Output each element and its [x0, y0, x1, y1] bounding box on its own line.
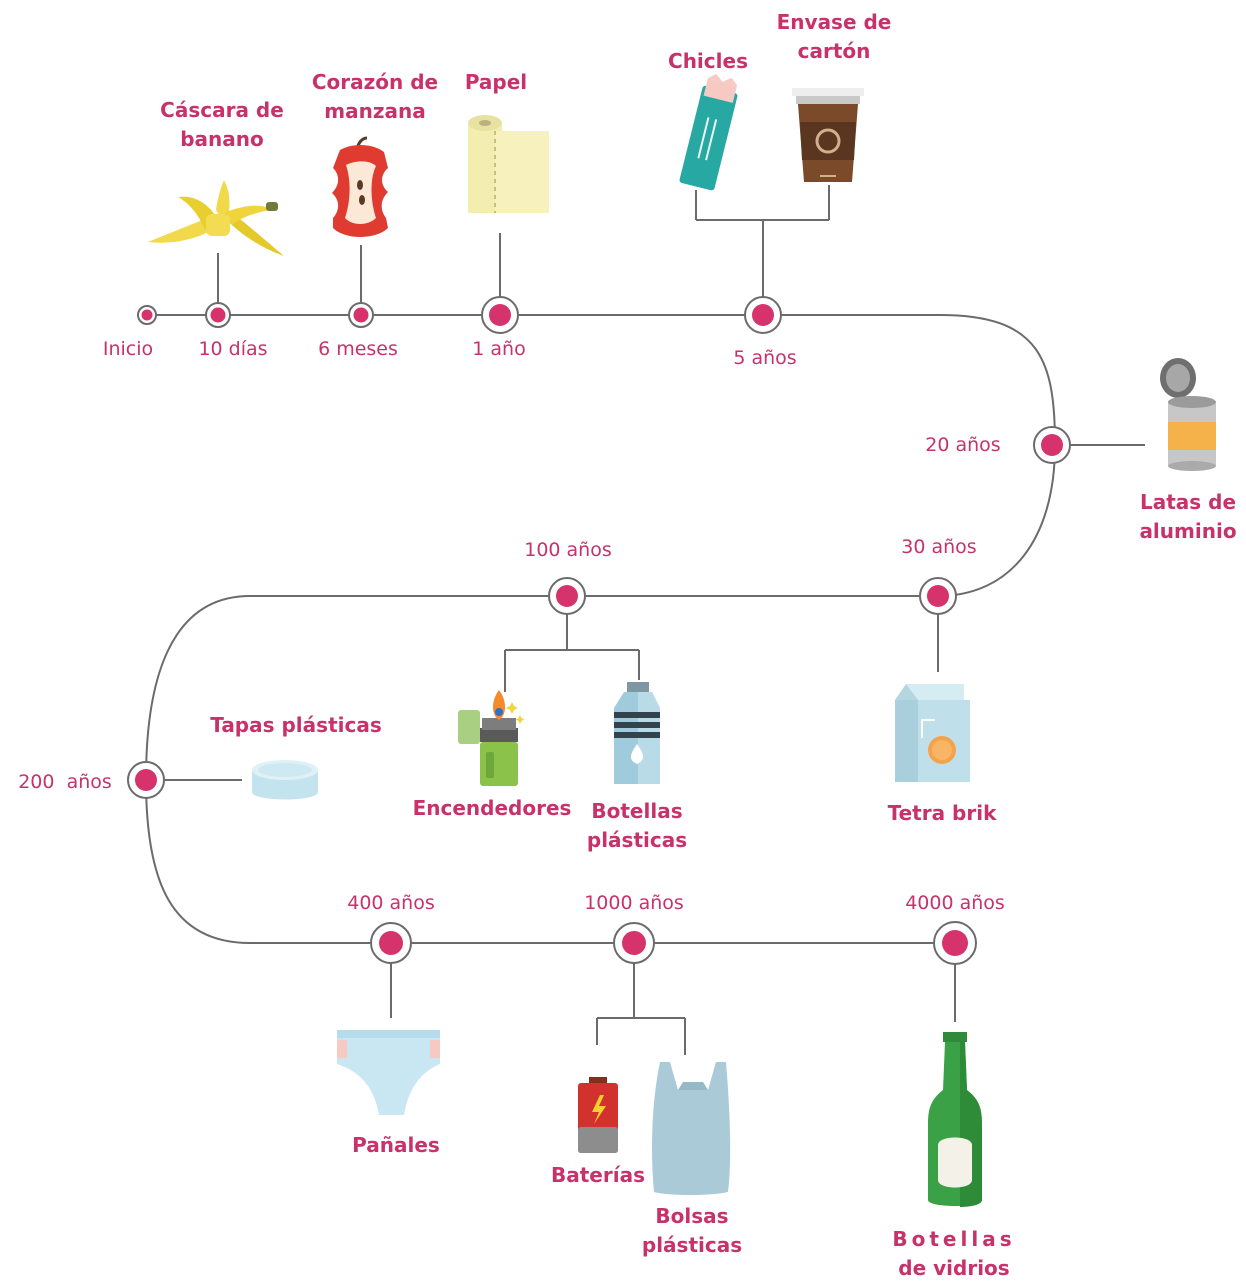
item-label-glass: Botellas de vidrios — [892, 1227, 1015, 1280]
item-label-bags: Bolsas plásticas — [642, 1204, 742, 1257]
svg-text:Latas de: Latas de — [1140, 490, 1236, 514]
item-label-lighters: Encendedores — [413, 796, 572, 820]
chewing-gum-icon — [679, 74, 738, 191]
item-label-tetra: Tetra brik — [888, 801, 997, 825]
plastic-cap-icon — [252, 760, 318, 800]
node-1-ano — [481, 296, 519, 334]
svg-text:Bolsas: Bolsas — [655, 1204, 728, 1228]
time-label-400-anos: 400 años — [347, 892, 435, 914]
plastic-bag-icon — [652, 1062, 731, 1195]
apple-core-icon — [332, 136, 388, 237]
node-30-anos — [919, 577, 957, 615]
banana-peel-icon — [148, 180, 284, 256]
lighter-icon — [458, 690, 525, 786]
item-label-diapers: Pañales — [352, 1133, 440, 1157]
svg-text:de vidrios: de vidrios — [898, 1256, 1009, 1280]
time-label-100-anos: 100 años — [524, 539, 612, 561]
svg-text:Corazón de: Corazón de — [312, 70, 438, 94]
node-100-anos — [548, 577, 586, 615]
time-label-200-anos: 200 años — [18, 771, 112, 793]
time-label-6-meses: 6 meses — [318, 338, 398, 360]
item-label-banana: Cáscara de banano — [160, 98, 284, 151]
svg-text:banano: banano — [180, 127, 264, 151]
item-label-cans: Latas de aluminio — [1139, 490, 1236, 543]
node-4000-anos — [933, 921, 977, 965]
node-5-anos — [744, 296, 782, 334]
node-400-anos — [370, 922, 412, 964]
svg-text:cartón: cartón — [798, 39, 871, 63]
time-label-1000-anos: 1000 años — [584, 892, 684, 914]
svg-text:manzana: manzana — [324, 99, 425, 123]
paper-roll-icon — [468, 115, 549, 213]
svg-text:Botellas: Botellas — [591, 799, 682, 823]
item-label-carton: Envase de cartón — [777, 10, 892, 63]
coffee-cup-icon — [792, 88, 864, 182]
diaper-icon — [337, 1030, 440, 1115]
svg-text:aluminio: aluminio — [1139, 519, 1236, 543]
svg-text:plásticas: plásticas — [587, 828, 687, 852]
time-label-inicio: Inicio — [103, 338, 153, 360]
item-label-caps: Tapas plásticas — [210, 713, 381, 737]
svg-text:Botellas: Botellas — [892, 1227, 1015, 1251]
node-200-anos — [127, 761, 165, 799]
time-label-20-anos: 20 años — [925, 434, 1000, 456]
node-1000-anos — [613, 922, 655, 964]
item-label-gum: Chicles — [668, 49, 748, 73]
milk-carton-icon — [895, 684, 970, 782]
time-label-4000-anos: 4000 años — [905, 892, 1005, 914]
node-10-dias — [205, 302, 231, 328]
svg-text:Envase de: Envase de — [777, 10, 892, 34]
item-label-paper: Papel — [465, 70, 527, 94]
item-label-apple: Corazón de manzana — [312, 70, 438, 123]
time-label-30-anos: 30 años — [901, 536, 976, 558]
timeline-path — [144, 314, 1057, 944]
battery-icon — [578, 1077, 618, 1153]
time-label-5-anos: 5 años — [733, 347, 796, 369]
svg-text:plásticas: plásticas — [642, 1233, 742, 1257]
svg-text:Cáscara de: Cáscara de — [160, 98, 284, 122]
aluminum-can-icon — [1160, 358, 1216, 471]
time-label-10-dias: 10 días — [198, 338, 267, 360]
node-6-meses — [348, 302, 374, 328]
node-inicio — [137, 305, 157, 325]
item-label-batteries: Baterías — [551, 1163, 645, 1187]
plastic-bottle-icon — [614, 682, 660, 784]
time-label-1-ano: 1 año — [472, 338, 525, 360]
item-label-plastic-bottles: Botellas plásticas — [587, 799, 687, 852]
node-20-anos — [1033, 426, 1071, 464]
glass-bottle-icon — [928, 1032, 982, 1207]
